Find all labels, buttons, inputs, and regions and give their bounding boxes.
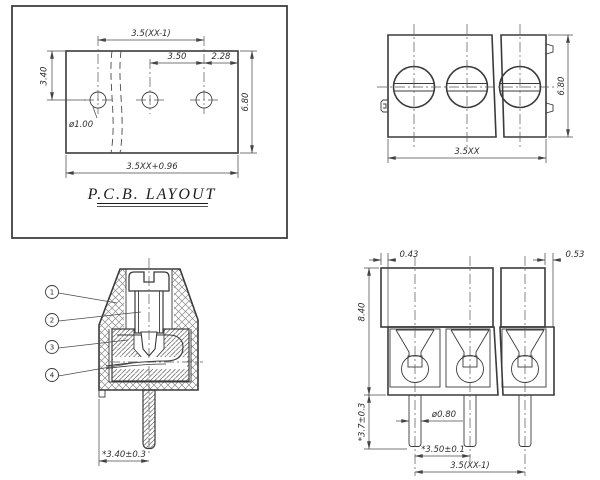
top-view-main-block [387,34,497,138]
pcb-dim-pitch: 3.50 2.28 [149,52,239,65]
front-dim-pitch-total: 3.5(XX-1) [414,461,526,474]
front-dim-right-offset-label: 0.53 [566,250,585,260]
pcb-board-outline [65,50,239,154]
front-dim-pin-dia-label: ø0.80 [431,410,456,420]
pcb-layout-frame [11,5,288,239]
front-dim-right-offset: 0.53 [533,250,584,327]
top-view-tabs [380,43,554,114]
front-upper-end [500,267,546,328]
pcb-dim-row: 3.40 [40,50,86,101]
section-housing-outline [98,268,199,391]
pcb-dim-pitch-label: 3.50 [168,52,187,62]
top-view: 6.80 3.5XX [377,24,573,163]
section-wire-protector [105,334,184,369]
pcb-dim-height-label: 6.80 [241,93,251,112]
top-view-end-block [500,34,547,138]
callout-balloon-3 [45,340,59,354]
front-dim-pitch-total-label: 3.5(XX-1) [450,461,490,471]
front-dim-body-height-label: 8.40 [358,303,368,322]
top-view-dim-height: 6.80 [548,34,573,138]
front-upper-main [380,267,494,328]
front-dim-pin-dia: ø0.80 [396,410,463,423]
callout-balloon-2 [45,313,59,327]
pcb-dim-pitch-total: 3.5(XX-1) [97,29,205,42]
section-dim-pin-offset-label: *3.40±0.3 [102,450,146,460]
callout-balloon-1 [45,285,59,299]
section-view: 1 2 3 4 *3.40±0.3 [45,258,203,466]
section-dim-pin-offset: *3.40±0.3 [98,399,150,466]
section-centerlines [110,258,203,456]
front-dim-pin-length: *3.7±0.3 [358,394,407,450]
pcb-dim-total-width: 3.5XX+0.96 [65,155,239,178]
pcb-layout-title: P.C.B. LAYOUT [87,186,217,207]
pcb-holes [84,36,218,114]
pcb-break-lines [110,50,123,154]
section-housing-foot [98,389,106,398]
pcb-layout-view: 3.5(XX-1) 3.50 2.28 3.40 6.80 3.5 [11,5,288,239]
callout-balloon-4 [45,368,59,382]
pcb-dim-hole-dia-label: ø1.00 [68,120,93,130]
top-view-centerlines [377,24,558,150]
top-view-dim-width-label: 3.5XX [454,147,479,157]
front-dim-left-offset: 0.43 [369,250,418,327]
callout-3-label: 3 [50,344,54,352]
pcb-dim-total-width-label: 3.5XX+0.96 [126,162,178,172]
front-dim-pin-pitch-label: *3.50±0.1 [421,445,465,455]
front-dim-pin-length-label: *3.7±0.3 [358,403,368,441]
front-dim-pin-pitch: *3.50±0.1 [414,445,471,458]
top-view-dim-width: 3.5XX [387,139,547,163]
front-lower-main [387,326,499,396]
callout-1-label: 1 [50,289,54,297]
callout-2-label: 2 [50,317,54,325]
pcb-dim-pitch-total-label: 3.5(XX-1) [131,29,171,39]
pcb-dim-row-label: 3.40 [40,67,50,86]
front-pins [408,395,532,447]
front-view: 0.43 0.53 8.40 *3.7±0.3 ø0.80 [358,250,584,476]
callout-4-label: 4 [50,372,55,380]
front-dim-left-offset-label: 0.43 [400,250,419,260]
section-callouts: 1 2 3 4 [45,285,142,382]
pcb-dim-height: 6.80 [240,50,257,154]
section-pin [142,389,156,450]
pcb-dim-hole-dia: ø1.00 [68,106,98,130]
front-terminal-cells [389,328,547,388]
pcb-dim-end-label: 2.28 [212,52,232,62]
view-title: P.C.B. LAYOUT [87,186,217,203]
top-view-dim-height-label: 6.80 [557,77,567,96]
front-centerlines [414,256,526,476]
